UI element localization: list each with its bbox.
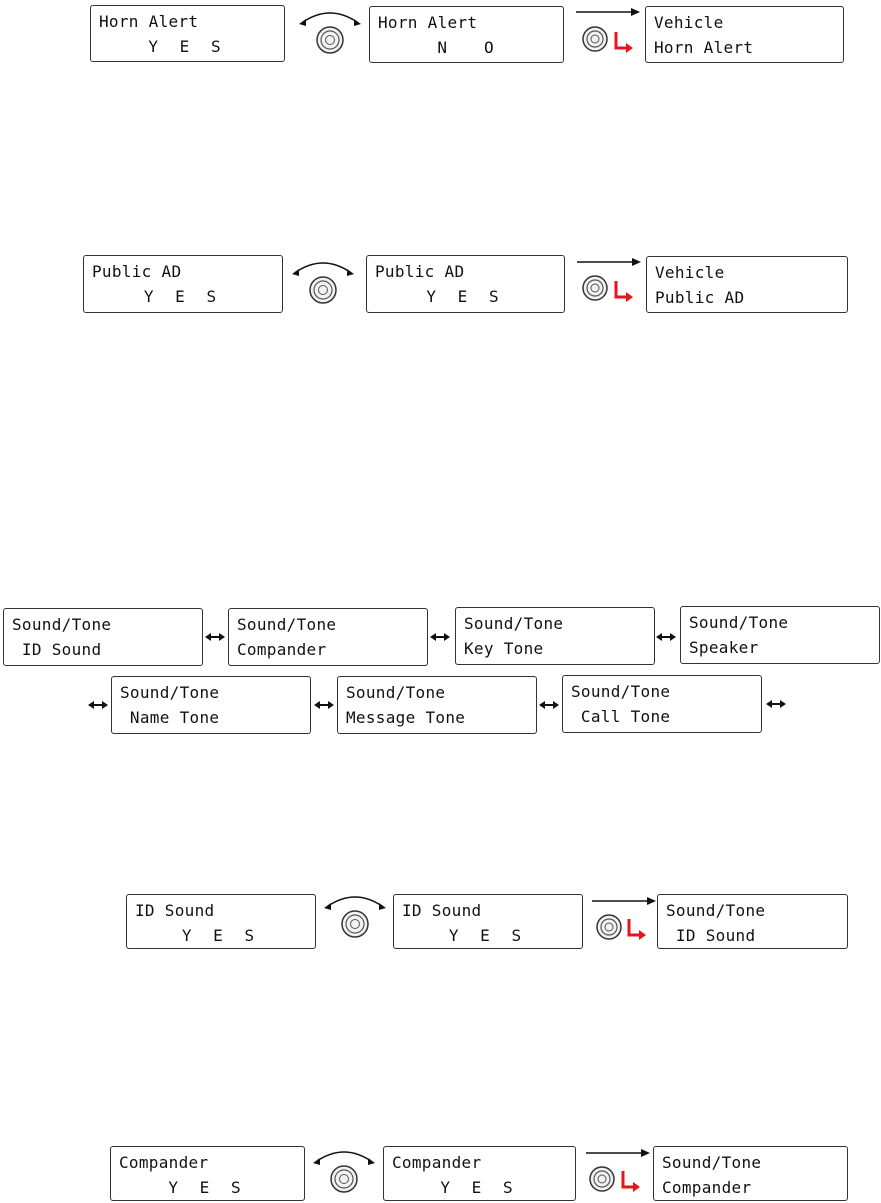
confirm-arrow-icon: [613, 31, 633, 53]
lcd-display: Vehicle Horn Alert: [645, 6, 844, 63]
lcd-line-2: Call Tone: [571, 707, 671, 726]
menu-item-call-tone: Sound/Tone Call Tone: [562, 675, 762, 733]
lcd-line-1: Sound/Tone: [237, 615, 337, 634]
rotate-knob-icon: [297, 8, 363, 58]
menu-item-compander: Sound/Tone Compander: [228, 608, 428, 666]
lcd-line-2: Y E S: [426, 287, 505, 306]
menu-item-key-tone: Sound/Tone Key Tone: [455, 607, 655, 665]
confirm-arrow-icon: [613, 280, 633, 302]
lcd-line-1: Sound/Tone: [571, 682, 671, 701]
menu-item-speaker: Sound/Tone Speaker: [680, 606, 880, 664]
lcd-line-1: Compander: [392, 1153, 482, 1172]
lcd-line-1: Compander: [119, 1153, 209, 1172]
lcd-line-1: Sound/Tone: [120, 683, 220, 702]
menu-item-id-sound: Sound/Tone ID Sound: [3, 608, 203, 666]
rotate-knob-icon: [322, 892, 388, 942]
rotate-knob-icon: [311, 1147, 377, 1197]
arrow-right-icon: [576, 8, 640, 16]
lcd-line-2: Y E S: [143, 287, 223, 306]
press-knob-icon: [594, 912, 624, 942]
lcd-line-2: Y E S: [168, 1178, 247, 1197]
lcd-line-2: Name Tone: [120, 708, 220, 727]
press-knob-icon: [587, 1164, 617, 1194]
lcd-line-2: Key Tone: [464, 639, 544, 658]
rotate-knob-icon: [290, 258, 356, 308]
lcd-display: Compander Y E S: [110, 1146, 305, 1201]
arrow-right-icon: [592, 897, 656, 905]
lcd-display: Compander Y E S: [383, 1146, 576, 1201]
lcd-line-1: Sound/Tone: [12, 615, 112, 634]
lcd-line-2: Compander: [237, 640, 327, 659]
lcd-display: Public AD Y E S: [366, 255, 565, 313]
lcd-line-2: ID Sound: [12, 640, 102, 659]
bidirectional-arrow-icon: [656, 632, 676, 642]
lcd-line-1: Vehicle: [654, 13, 724, 32]
lcd-line-1: Vehicle: [655, 263, 725, 282]
lcd-line-2: Message Tone: [346, 708, 466, 727]
confirm-arrow-icon: [620, 1170, 640, 1192]
lcd-display: Sound/Tone ID Sound: [657, 894, 848, 949]
bidirectional-arrow-icon: [766, 699, 786, 709]
lcd-line-1: Horn Alert: [99, 12, 199, 31]
lcd-line-1: Sound/Tone: [666, 901, 766, 920]
lcd-line-2: Y E S: [448, 926, 528, 945]
lcd-line-2: Public AD: [655, 288, 745, 307]
lcd-line-2: Speaker: [689, 638, 759, 657]
lcd-line-1: Sound/Tone: [464, 614, 564, 633]
lcd-line-1: ID Sound: [135, 901, 215, 920]
menu-item-message-tone: Sound/Tone Message Tone: [337, 676, 537, 734]
menu-item-name-tone: Sound/Tone Name Tone: [111, 676, 311, 734]
lcd-display: Sound/Tone Compander: [653, 1146, 848, 1201]
lcd-line-1: Public AD: [375, 262, 465, 281]
lcd-line-1: Public AD: [92, 262, 182, 281]
lcd-line-1: Sound/Tone: [689, 613, 789, 632]
lcd-line-1: Horn Alert: [378, 13, 478, 32]
lcd-line-2: N O: [437, 38, 496, 57]
bidirectional-arrow-icon: [314, 700, 334, 710]
press-knob-icon: [580, 273, 610, 303]
bidirectional-arrow-icon: [205, 632, 225, 642]
lcd-display: Horn Alert N O: [369, 6, 564, 63]
arrow-right-icon: [586, 1149, 650, 1157]
lcd-display: Vehicle Public AD: [646, 256, 848, 313]
lcd-line-2: Y E S: [440, 1178, 519, 1197]
lcd-line-2: Compander: [662, 1178, 752, 1197]
arrow-right-icon: [577, 258, 641, 266]
lcd-line-1: Sound/Tone: [662, 1153, 762, 1172]
lcd-display: ID Sound Y E S: [393, 894, 583, 949]
press-knob-icon: [580, 24, 610, 54]
bidirectional-arrow-icon: [539, 700, 559, 710]
confirm-arrow-icon: [626, 918, 646, 940]
bidirectional-arrow-icon: [430, 632, 450, 642]
lcd-line-2: Y E S: [181, 926, 261, 945]
lcd-display: Public AD Y E S: [83, 255, 283, 313]
lcd-line-2: Y E S: [148, 37, 227, 56]
lcd-display: Horn Alert Y E S: [90, 5, 285, 62]
lcd-line-2: Horn Alert: [654, 38, 754, 57]
lcd-line-1: Sound/Tone: [346, 683, 446, 702]
bidirectional-arrow-icon: [88, 700, 108, 710]
lcd-display: ID Sound Y E S: [126, 894, 316, 949]
lcd-line-1: ID Sound: [402, 901, 482, 920]
lcd-line-2: ID Sound: [666, 926, 756, 945]
